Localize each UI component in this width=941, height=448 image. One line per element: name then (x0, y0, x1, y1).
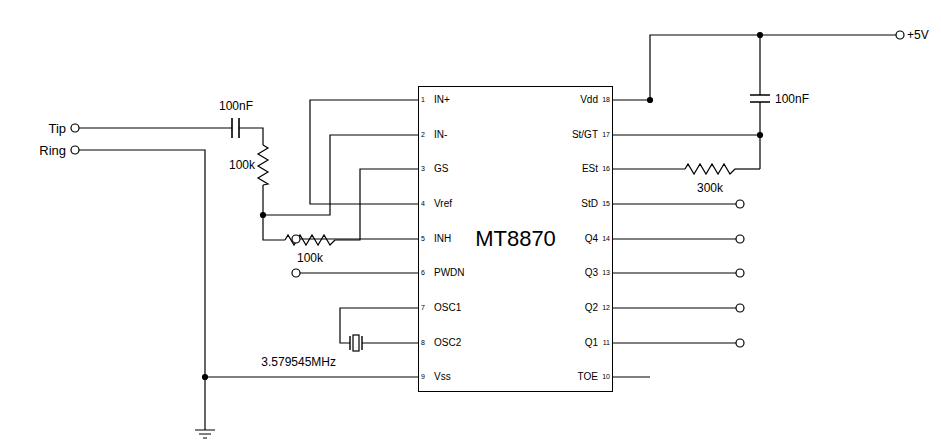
pin-number: 12 (602, 304, 610, 311)
chip-name: MT8870 (475, 226, 556, 252)
wire (262, 185, 263, 215)
junction-dot (648, 98, 653, 103)
pin-name: IN- (434, 130, 447, 140)
pin-number: 1 (421, 96, 425, 103)
terminal (71, 124, 79, 132)
terminal (736, 269, 744, 277)
pin-number: 6 (421, 269, 425, 276)
wire (310, 100, 385, 204)
pin-number: 16 (602, 165, 610, 172)
value-label: 3.579545MHz (261, 356, 336, 368)
terminal (292, 269, 300, 277)
pin-stub (613, 376, 650, 377)
pin-name: ESt (582, 164, 598, 174)
pin-number: 8 (421, 339, 425, 346)
pin-number: 3 (421, 165, 425, 172)
pin-name: Vss (434, 372, 451, 382)
pin-name: Q4 (585, 234, 598, 244)
crystal-plates (350, 336, 362, 350)
supply-label: +5V (907, 29, 929, 41)
resistor-symbol (685, 164, 735, 174)
pin-name: StD (581, 199, 598, 209)
value-label: 100nF (775, 93, 809, 105)
pin-name: St/GT (572, 130, 598, 140)
pin-name: INH (434, 234, 451, 244)
pin-name: Q2 (585, 303, 598, 313)
wire (79, 150, 385, 430)
pin-number: 4 (421, 200, 425, 207)
pin-name: OSC2 (434, 338, 461, 348)
pin-name: GS (434, 164, 448, 174)
pin-name: Q3 (585, 268, 598, 278)
pin-number: 7 (421, 304, 425, 311)
junction-dot (758, 133, 763, 138)
crystal-symbol (353, 335, 359, 351)
terminal (736, 200, 744, 208)
pin-name: Vref (434, 199, 452, 209)
wire (613, 204, 736, 343)
terminal (736, 235, 744, 243)
terminal-label: Ring (39, 144, 66, 157)
wire (263, 215, 285, 240)
pin-number: 14 (602, 235, 610, 242)
wire (79, 127, 232, 128)
pin-number: 9 (421, 373, 425, 380)
resistor-symbol (258, 145, 268, 185)
wire (239, 128, 263, 145)
pin-name: PWDN (434, 268, 465, 278)
pin-number: 15 (602, 200, 610, 207)
terminal (736, 339, 744, 347)
wire (613, 35, 896, 100)
wire (263, 135, 385, 215)
pin-number: 5 (421, 235, 425, 242)
pin-number: 18 (602, 96, 610, 103)
terminal (292, 235, 300, 243)
capacitor-symbol (750, 95, 770, 102)
value-label: 300k (697, 182, 723, 194)
wire (613, 168, 685, 169)
resistor-symbol (285, 235, 335, 245)
pin-name: TOE (578, 372, 598, 382)
value-label: 100nF (219, 100, 253, 112)
wire (735, 168, 760, 169)
pin-name: Vdd (580, 95, 598, 105)
terminal (736, 304, 744, 312)
pin-number: 17 (602, 131, 610, 138)
pin-stubs (385, 100, 418, 377)
terminal (896, 31, 904, 39)
pin-name: Q1 (585, 338, 598, 348)
wire (613, 134, 760, 135)
value-label: 100k (229, 159, 255, 171)
pin-name: IN+ (434, 95, 450, 105)
wire (335, 169, 385, 240)
value-label: 100k (297, 252, 323, 264)
pin-name: OSC1 (434, 303, 461, 313)
pin-number: 10 (602, 373, 610, 380)
terminal-label: Tip (48, 122, 66, 135)
terminal (71, 146, 79, 154)
junction-dot (203, 375, 208, 380)
pin-number: 13 (602, 269, 610, 276)
pin-number: 11 (603, 339, 610, 346)
ground-symbol (195, 430, 215, 438)
capacitor-symbol (232, 118, 239, 138)
pin-number: 2 (421, 131, 425, 138)
